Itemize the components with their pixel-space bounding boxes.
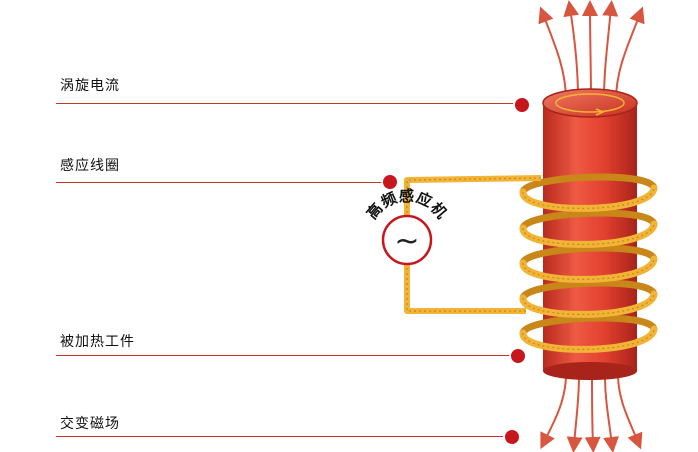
leader-line-induction-coil: [56, 182, 382, 183]
label-eddy-current: 涡旋电流: [60, 78, 120, 94]
leader-line-eddy-current: [56, 103, 516, 104]
generator: ~ 高频感应机: [363, 187, 450, 266]
marker-eddy-current: [513, 96, 531, 114]
marker-induction-coil: [381, 173, 399, 191]
field-lines-top: [538, 0, 645, 101]
field-arrow: [615, 6, 645, 101]
coil-back: [519, 173, 658, 337]
coil-turn: [519, 255, 658, 283]
coil-turn: [519, 325, 658, 353]
field-arrow: [540, 373, 567, 450]
coil-turn: [519, 184, 658, 212]
coil-turn: [519, 220, 658, 248]
field-arrow: [603, 375, 619, 452]
field-arrow: [602, 0, 619, 99]
label-alternating-field: 交变磁场: [60, 416, 120, 432]
label-workpiece: 被加热工件: [60, 334, 135, 350]
callout-markers: [381, 96, 531, 446]
field-arrow: [563, 0, 580, 99]
leader-line-alternating-field: [56, 436, 508, 437]
eddy-current-arrow-icon: [595, 108, 605, 116]
ac-source-icon: ~: [394, 224, 419, 259]
workpiece-cylinder: [542, 88, 638, 380]
coil-lead-bottom: [404, 263, 526, 314]
coil-lead-top: [404, 175, 542, 216]
leader-line-workpiece: [56, 355, 514, 356]
marker-workpiece: [509, 347, 527, 365]
field-arrow: [538, 6, 567, 101]
induction-coil: [519, 184, 658, 353]
coil-turn: [519, 290, 658, 318]
label-induction-coil: 感应线圈: [60, 158, 120, 174]
generator-circle: [381, 214, 433, 266]
field-arrow: [582, 0, 599, 99]
field-arrow: [584, 375, 601, 452]
field-lines-bottom: [540, 373, 643, 452]
field-arrow: [566, 375, 583, 452]
eddy-current-loop: [555, 93, 625, 113]
field-arrow: [617, 373, 643, 450]
marker-alternating-field: [503, 428, 521, 446]
